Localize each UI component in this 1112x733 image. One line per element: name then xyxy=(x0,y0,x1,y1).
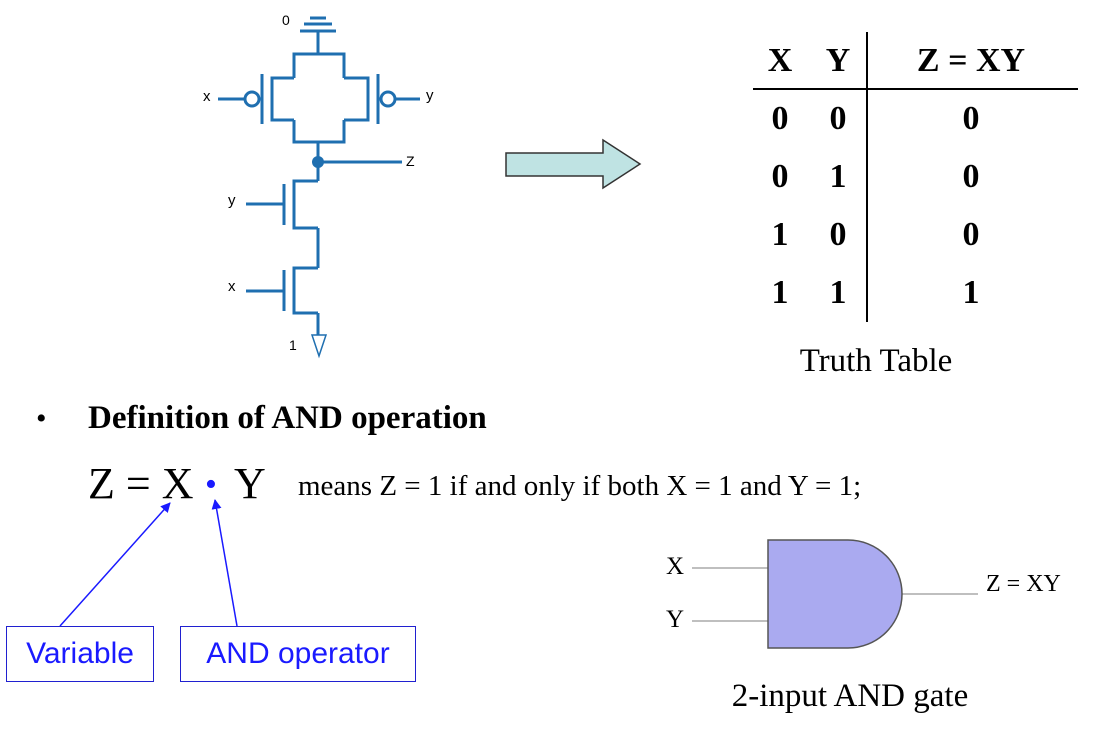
transistor-circuit xyxy=(218,16,420,359)
gate-caption: 2-input AND gate xyxy=(731,678,969,714)
and-gate-icon xyxy=(692,539,978,649)
gate-input-a-label: X xyxy=(666,553,685,580)
truth-table-cell: 0 xyxy=(962,158,980,195)
bullet: • xyxy=(36,402,47,435)
equation-rhs: Y xyxy=(234,459,266,508)
pmos-right-input-label: y xyxy=(426,87,434,104)
truth-table-cell: 1 xyxy=(829,158,847,195)
truth-table-header-z: Z = XY xyxy=(916,42,1026,79)
callout-arrows xyxy=(59,499,238,627)
gnd-label: 1 xyxy=(289,337,297,353)
truth-table-caption: Truth Table xyxy=(799,343,953,379)
truth-table-cell: 0 xyxy=(771,100,789,137)
truth-table-cell: 1 xyxy=(771,274,789,311)
gate-input-b-label: Y xyxy=(666,606,685,633)
truth-table-cell: 0 xyxy=(829,216,847,253)
equation-meaning: means Z = 1 if and only if both X = 1 an… xyxy=(298,470,862,502)
definition-title: Definition of AND operation xyxy=(88,400,487,436)
truth-table-cell: 0 xyxy=(962,100,980,137)
vdd-label: 0 xyxy=(282,12,290,28)
variable-callout: Variable xyxy=(6,626,154,682)
truth-table-header-y: Y xyxy=(825,42,851,79)
truth-table-cell: 1 xyxy=(962,274,980,311)
truth-table-cell: 0 xyxy=(829,100,847,137)
truth-table-cell: 1 xyxy=(771,216,789,253)
nmos-top-input-label: y xyxy=(228,192,236,209)
nmos-bottom-input-label: x xyxy=(228,278,236,295)
pmos-left-input-label: x xyxy=(203,88,211,105)
truth-table-lines xyxy=(753,32,1078,322)
truth-table-header-x: X xyxy=(767,42,793,79)
right-arrow-icon xyxy=(505,138,642,190)
output-z-label: Z xyxy=(406,153,415,169)
equation-lhs: Z = X xyxy=(88,459,194,508)
truth-table-cell: 0 xyxy=(771,158,789,195)
gate-output-label: Z = XY xyxy=(986,571,1061,597)
truth-table-cell: 1 xyxy=(829,274,847,311)
equation-and-operator: • xyxy=(205,466,217,503)
and-operator-callout: AND operator xyxy=(180,626,416,682)
truth-table-cell: 0 xyxy=(962,216,980,253)
